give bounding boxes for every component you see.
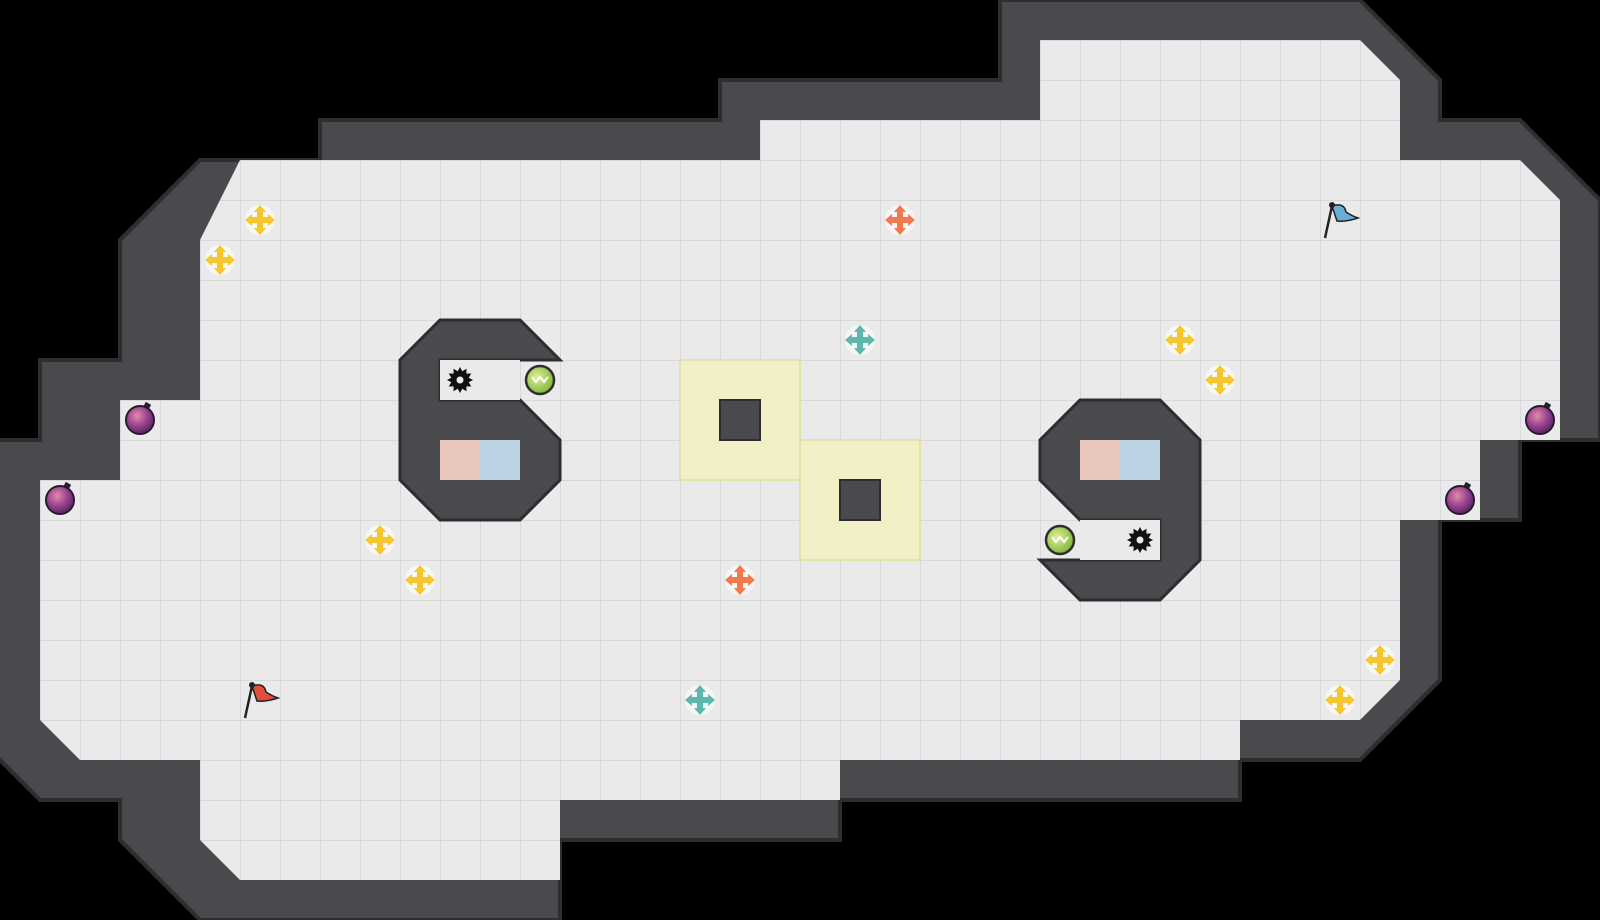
- bomb-icon: [1525, 401, 1555, 435]
- yellow-boost-icon: [1165, 325, 1195, 355]
- bomb-icon: [45, 481, 75, 515]
- blue-gate: [480, 440, 520, 480]
- red-flag-icon: [243, 682, 281, 719]
- powerup-icon: [1044, 524, 1076, 556]
- yellow-boost-icon: [1365, 645, 1395, 675]
- center-wall-block: [839, 479, 881, 521]
- spike-icon: [1127, 527, 1153, 553]
- spike-icon: [447, 367, 473, 393]
- red-gate: [440, 440, 480, 480]
- teal-boost-icon: [845, 325, 875, 355]
- powerup-icon: [524, 364, 556, 396]
- yellow-boost-icon: [205, 245, 235, 275]
- center-wall-block: [719, 399, 761, 441]
- bomb-icon: [125, 401, 155, 435]
- numeral-nine-wall: [1036, 398, 1202, 602]
- yellow-boost-icon: [405, 565, 435, 595]
- blue-gate: [1120, 440, 1160, 480]
- numeral-six-wall: [398, 318, 564, 522]
- floor-patch: [360, 160, 760, 200]
- yellow-boost-icon: [365, 525, 395, 555]
- red-gate: [1080, 440, 1120, 480]
- red-boost-icon: [885, 205, 915, 235]
- yellow-boost-icon: [245, 205, 275, 235]
- yellow-boost-icon: [1325, 685, 1355, 715]
- blue-flag-icon: [1323, 202, 1361, 239]
- red-boost-icon: [725, 565, 755, 595]
- teal-boost-icon: [685, 685, 715, 715]
- yellow-boost-icon: [1205, 365, 1235, 395]
- center-zone: [679, 359, 921, 561]
- bomb-icon: [1445, 481, 1475, 515]
- floor-patch: [760, 120, 1040, 160]
- items-layer: [45, 202, 1555, 719]
